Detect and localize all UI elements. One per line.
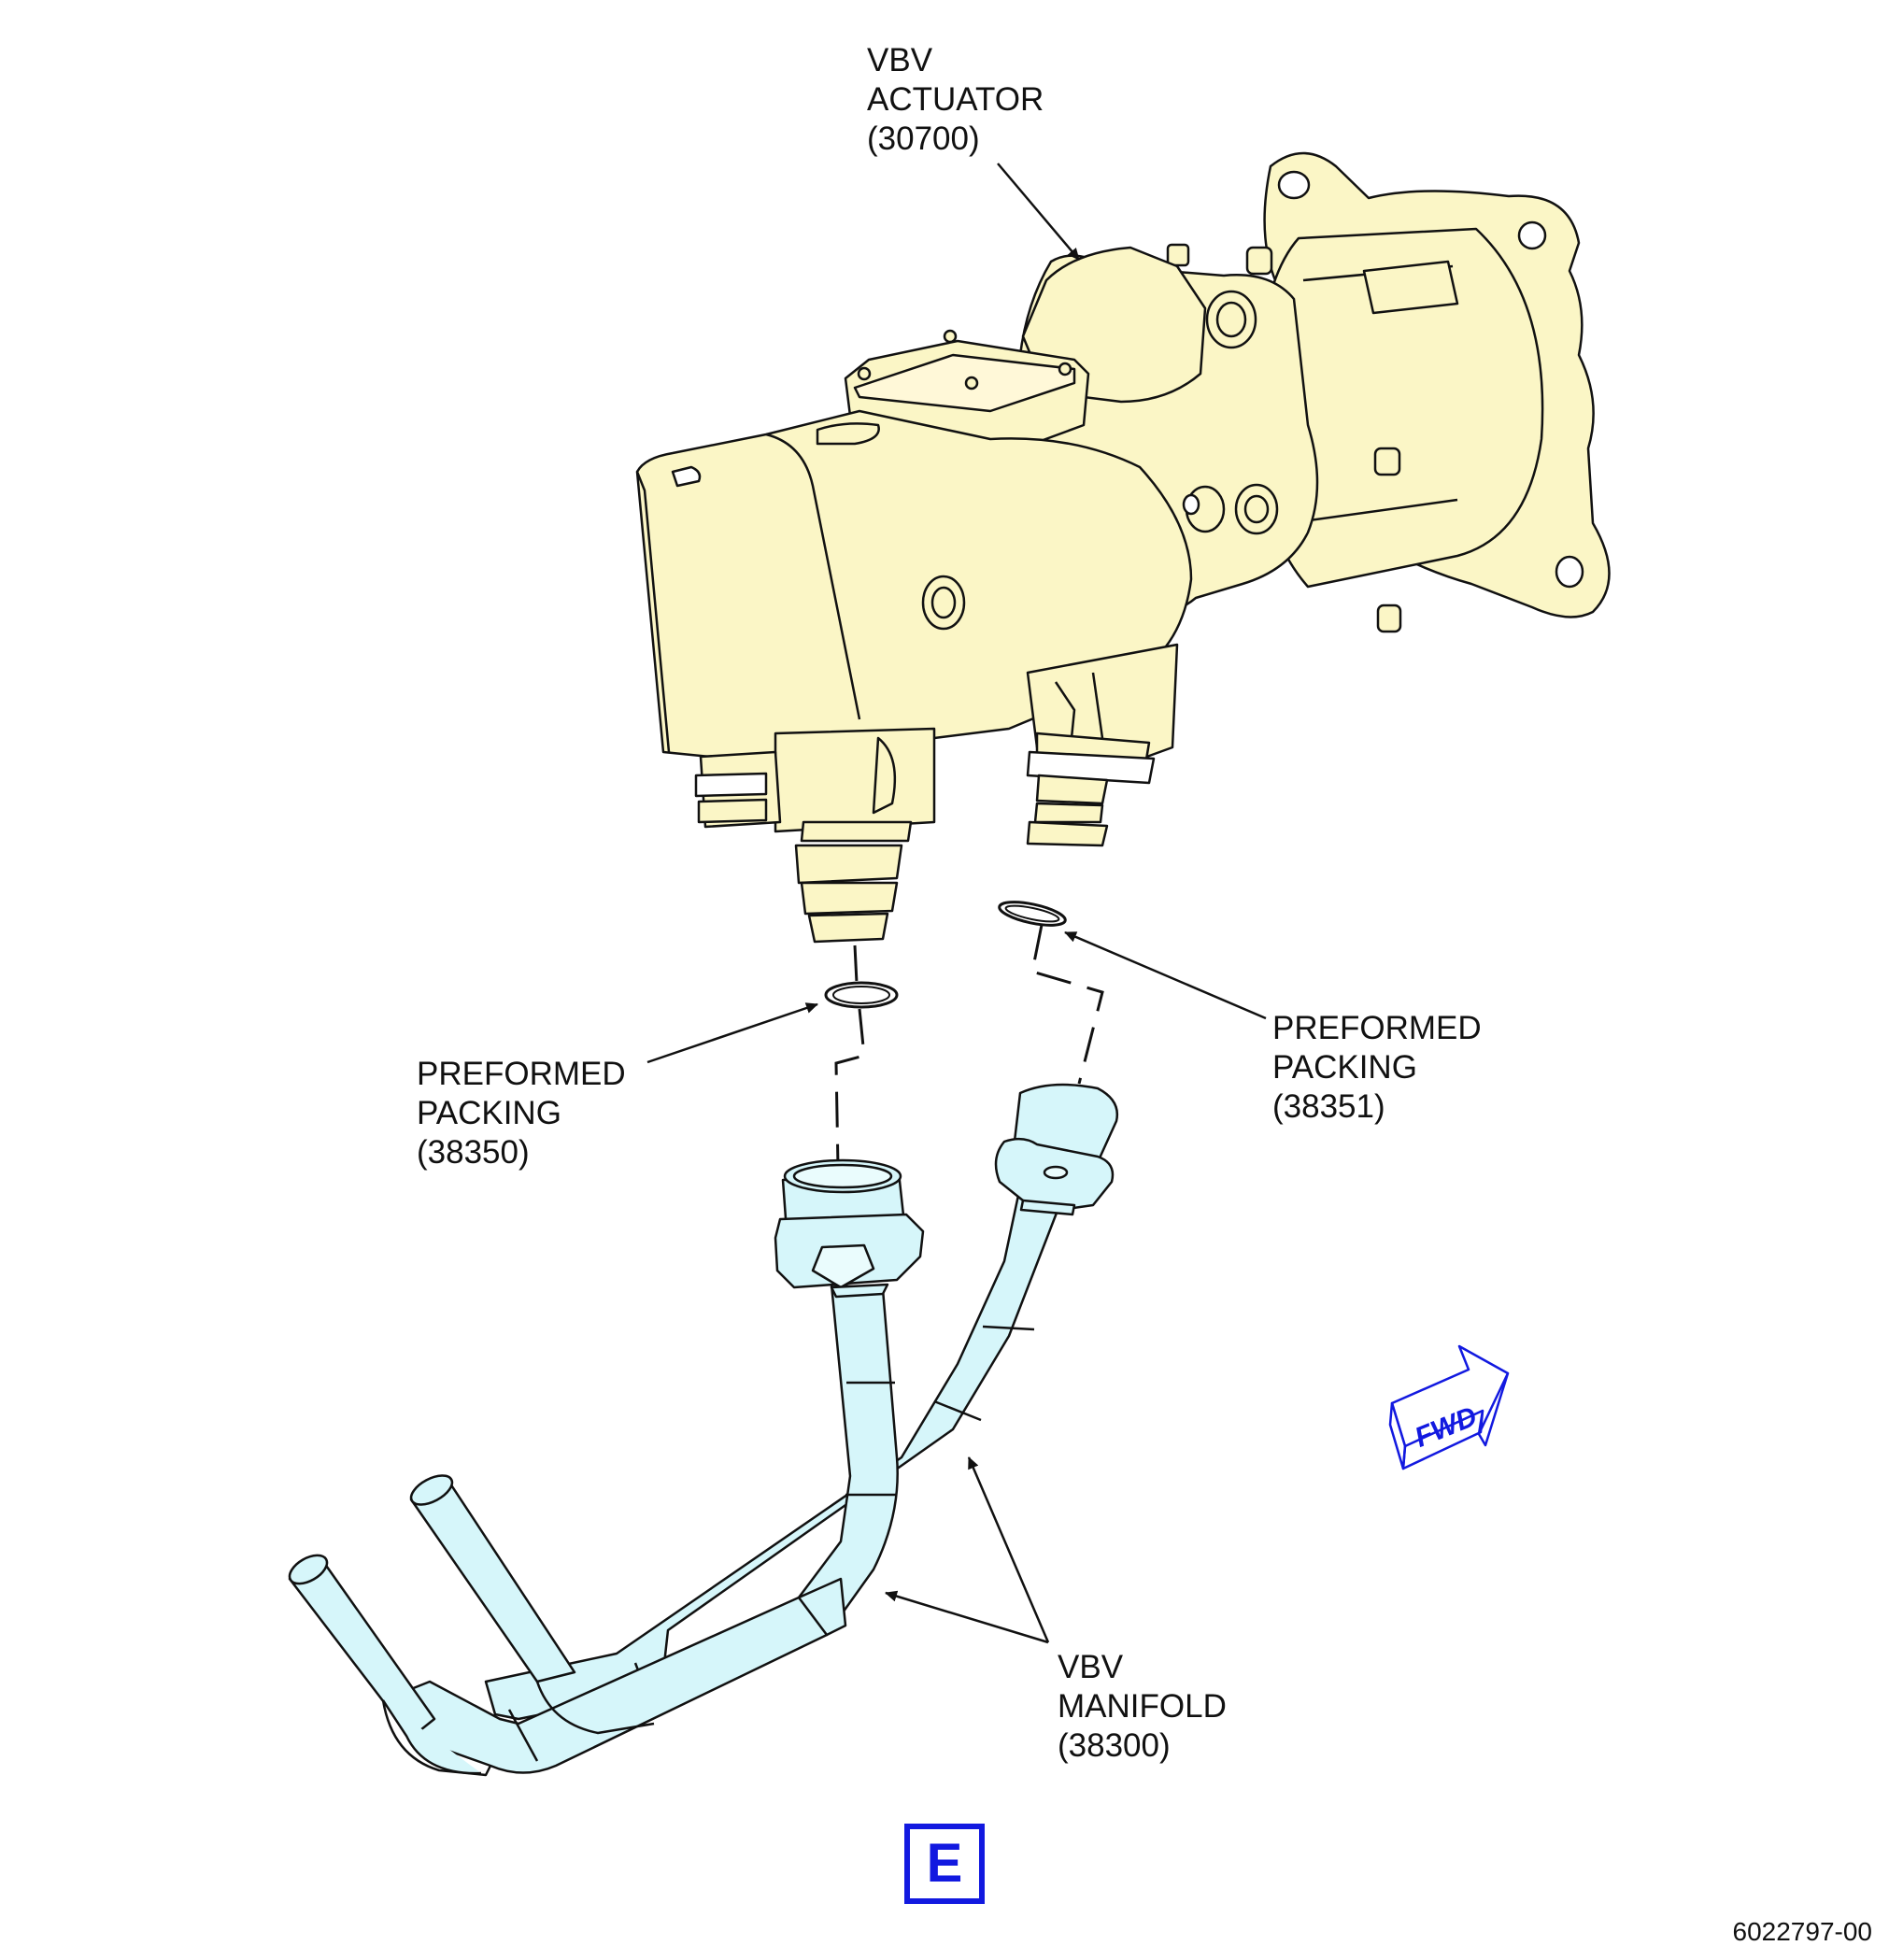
leader-manifold-lower [885,1590,1049,1644]
callout-line: PREFORMED [417,1056,626,1092]
callout-line: VBV [867,42,933,78]
actuator-left-fitting [694,727,936,944]
leader-manifold-upper [967,1456,1050,1643]
leader-packing-left [646,1002,818,1064]
vbv-actuator [635,151,1611,944]
callout-line: PREFORMED [1272,1010,1482,1046]
callout-line: (30700) [867,121,980,157]
vbv-manifold [288,1083,1119,1777]
callout-line: PACKING [1272,1049,1417,1086]
callout-vbv-manifold: VBV MANIFOLD (38300) [1058,1648,1227,1766]
callout-line: (38351) [1272,1088,1385,1125]
view-label-letter: E [926,1833,963,1894]
callout-line: (38350) [417,1134,530,1171]
callout-line: MANIFOLD [1058,1688,1227,1725]
fwd-direction-arrow: FWD [1388,1344,1510,1470]
view-label-box: E [904,1824,985,1904]
callout-line: ACTUATOR [867,81,1044,118]
leader-lines [646,163,1267,1644]
manifold-left-fitting [774,1158,925,1299]
preformed-packing-left [824,981,899,1009]
document-id: 6022797-00 [1732,1917,1872,1946]
leader-actuator [997,163,1080,261]
manifold-right-fitting [994,1083,1119,1216]
preformed-packing-right [998,901,1067,927]
callout-line: VBV [1058,1649,1124,1685]
callout-line: (38300) [1058,1727,1171,1764]
assembly-centerlines [834,924,1104,1169]
callout-preformed-packing-38350: PREFORMED PACKING (38350) [417,1055,626,1172]
actuator-right-fitting [1026,731,1156,847]
callout-preformed-packing-38351: PREFORMED PACKING (38351) [1272,1009,1482,1127]
leader-packing-right [1064,930,1267,1020]
callout-vbv-actuator: VBV ACTUATOR (30700) [867,41,1044,159]
callout-line: PACKING [417,1095,561,1131]
